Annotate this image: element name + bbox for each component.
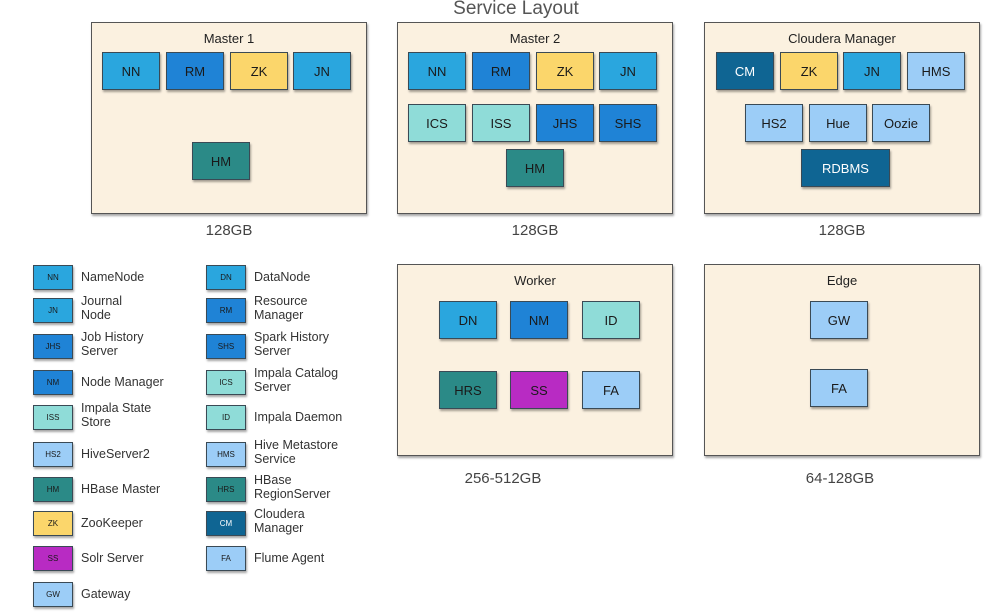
legend-label-hm: HBase Master [81,482,161,496]
legend-swatch-jn: JN [33,298,73,323]
service-hs2: HS2 [745,104,803,142]
service-ss: SS [510,371,568,409]
service-zk: ZK [536,52,594,90]
legend-swatch-cm: CM [206,511,246,536]
legend-label-ss: Solr Server [81,551,144,565]
service-hrs: HRS [439,371,497,409]
service-hue: Hue [809,104,867,142]
service-jn: JN [293,52,351,90]
service-rm: RM [166,52,224,90]
legend-label-cm: Cloudera Manager [254,507,305,535]
legend-swatch-hm: HM [33,477,73,502]
legend-label-hs2: HiveServer2 [81,447,150,461]
legend-swatch-hms: HMS [206,442,246,467]
host-memory: 128GB [511,222,559,239]
legend-label-gw: Gateway [81,587,131,601]
service-jhs: JHS [536,104,594,142]
service-id: ID [582,301,640,339]
legend-swatch-nm: NM [33,370,73,395]
legend-label-hrs: HBase RegionServer [254,473,331,501]
service-nm: NM [510,301,568,339]
host-memory: 128GB [205,222,253,239]
legend-label-shs: Spark History Server [254,330,330,358]
host-name: Master 2 [509,31,561,46]
legend-label-ics: Impala Catalog Server [254,366,339,394]
service-nn: NN [102,52,160,90]
service-hm: HM [506,149,564,187]
legend-swatch-fa: FA [206,546,246,571]
legend-label-jhs: Job History Server [81,330,144,358]
host-name: Cloudera Manager [788,31,896,46]
legend-label-fa: Flume Agent [254,551,325,565]
host-memory: 256-512GB [464,470,542,487]
legend-label-nm: Node Manager [81,375,164,389]
legend-label-dn: DataNode [254,270,311,284]
legend-label-zk: ZooKeeper [81,516,143,530]
service-nn: NN [408,52,466,90]
service-jn: JN [843,52,901,90]
legend-swatch-ss: SS [33,546,73,571]
legend-swatch-hs2: HS2 [33,442,73,467]
legend-swatch-rm: RM [206,298,246,323]
legend-label-id: Impala Daemon [254,410,343,424]
legend-label-rm: Resource Manager [254,294,308,322]
service-rm: RM [472,52,530,90]
legend-swatch-zk: ZK [33,511,73,536]
legend-label-jn: Journal Node [81,294,122,322]
host-memory: 64-128GB [805,470,875,487]
host-edge: Edge [704,264,980,456]
host-name: Master 1 [203,31,255,46]
service-hms: HMS [907,52,965,90]
legend-swatch-nn: NN [33,265,73,290]
legend-label-nn: NameNode [81,270,145,284]
host-name: Worker [514,273,556,288]
host-memory: 128GB [818,222,866,239]
legend-swatch-iss: ISS [33,405,73,430]
service-dn: DN [439,301,497,339]
legend-label-iss: Impala State Store [81,401,152,429]
service-shs: SHS [599,104,657,142]
legend-swatch-hrs: HRS [206,477,246,502]
host-name: Edge [826,273,858,288]
service-iss: ISS [472,104,530,142]
host-worker: Worker [397,264,673,456]
service-hm: HM [192,142,250,180]
host-master-1: Master 1 [91,22,367,214]
service-ics: ICS [408,104,466,142]
service-gw: GW [810,301,868,339]
legend-swatch-ics: ICS [206,370,246,395]
legend-swatch-gw: GW [33,582,73,607]
legend-swatch-id: ID [206,405,246,430]
service-rdbms: RDBMS [801,149,890,187]
service-zk: ZK [230,52,288,90]
service-zk: ZK [780,52,838,90]
service-jn: JN [599,52,657,90]
legend-swatch-dn: DN [206,265,246,290]
legend-label-hms: Hive Metastore Service [254,438,339,466]
service-fa: FA [582,371,640,409]
legend-swatch-shs: SHS [206,334,246,359]
service-oozie: Oozie [872,104,930,142]
service-fa: FA [810,369,868,407]
service-cm: CM [716,52,774,90]
diagram-title: Service Layout [453,0,579,19]
legend-swatch-jhs: JHS [33,334,73,359]
